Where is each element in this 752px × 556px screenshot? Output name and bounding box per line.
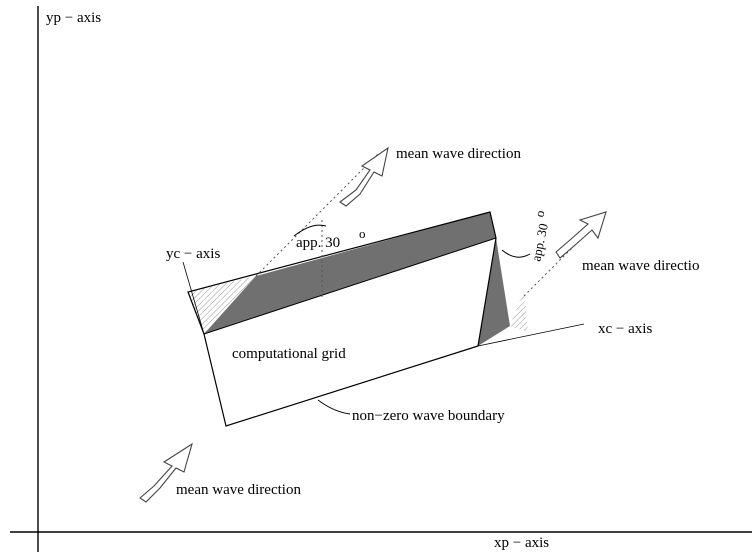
angle-arc-left <box>293 224 327 237</box>
xc-axis-line <box>477 323 585 347</box>
angle-right-label: app. 30 <box>528 222 551 263</box>
arrow-top <box>339 146 389 207</box>
angle-arc-right <box>501 249 531 258</box>
arrow-bottom <box>139 442 193 503</box>
shaded-left-hatched-triangle <box>188 276 256 334</box>
xc-axis-label: xc − axis <box>598 321 652 337</box>
non-zero-wave-boundary-label: non−zero wave boundary <box>352 408 505 424</box>
angle-left-degree: o <box>359 226 366 241</box>
shaded-right-triangle <box>478 238 510 346</box>
mean-wave-direction-bottom-label: mean wave direction <box>176 482 301 498</box>
xp-axis-label: xp − axis <box>494 535 549 551</box>
mean-wave-direction-top-label: mean wave direction <box>396 146 521 162</box>
arrow-right <box>555 211 607 259</box>
boundary-pointer <box>317 399 351 415</box>
dotted-direction-right <box>523 237 583 297</box>
mean-wave-direction-right-label: mean wave directio <box>582 258 699 274</box>
yc-axis-label: yc − axis <box>166 246 220 262</box>
dotted-direction-left <box>255 153 379 277</box>
computational-grid-label: computational grid <box>232 346 346 362</box>
yp-axis-label: yp − axis <box>46 10 101 26</box>
grid-top-edge <box>203 237 497 335</box>
shaded-top-band <box>204 212 496 334</box>
angle-right-degree: o <box>532 209 548 218</box>
yc-axis-line <box>182 261 205 335</box>
angle-left-label: app. 30 <box>296 235 340 251</box>
shaded-right-hatched-triangle <box>510 290 528 332</box>
